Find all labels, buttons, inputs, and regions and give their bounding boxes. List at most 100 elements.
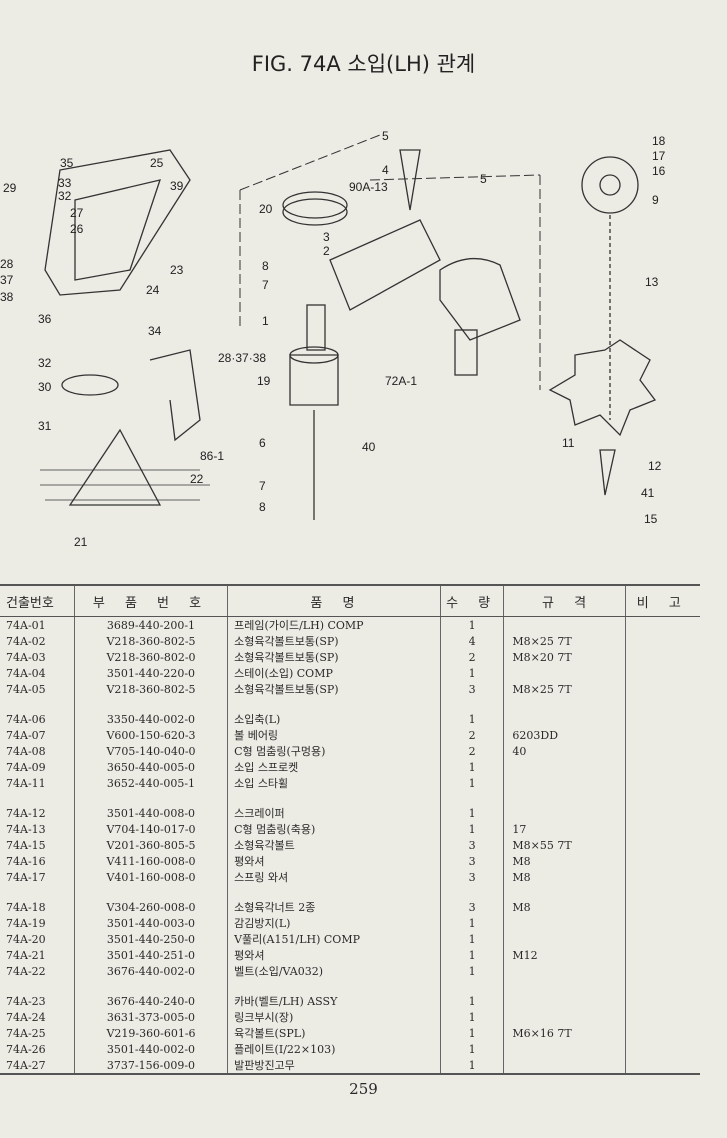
callout: 27 xyxy=(70,206,84,220)
cell-qty: 1 xyxy=(439,711,504,727)
cell-part-no: 3350-440-002-0 xyxy=(73,711,228,727)
cell-qty: 2 xyxy=(439,727,504,743)
cell-spec xyxy=(503,665,626,681)
cell-remarks xyxy=(624,1025,700,1041)
spacer-cell xyxy=(624,791,700,805)
cell-spec xyxy=(503,711,626,727)
cell-qty: 1 xyxy=(439,805,504,821)
cell-part-no: 3631-373-005-0 xyxy=(73,1009,228,1025)
cell-spec xyxy=(503,963,626,979)
cell-qty: 1 xyxy=(439,821,504,837)
callout: 12 xyxy=(648,459,662,473)
cell-ref-no: 74A-02 xyxy=(6,634,46,648)
callout: 20 xyxy=(259,202,273,216)
callout: 19 xyxy=(257,374,271,388)
cell-ref-no: 74A-22 xyxy=(6,964,46,978)
spacer-cell xyxy=(0,791,74,805)
callout: 32 xyxy=(38,356,52,370)
cell-spec: 40 xyxy=(503,743,626,759)
spacer-cell xyxy=(73,885,228,899)
cell-part-name: 스테이(소입) COMP xyxy=(227,665,441,681)
cell-part-no: 3652-440-005-1 xyxy=(73,775,228,791)
cell-remarks xyxy=(624,633,700,649)
cell-ref-no: 74A-09 xyxy=(6,760,46,774)
belt-cover xyxy=(44,149,191,296)
spacer-cell xyxy=(624,979,700,993)
cell-qty: 1 xyxy=(439,616,504,633)
cell-ref-no: 74A-24 xyxy=(6,1010,46,1024)
callout: 26 xyxy=(70,222,84,236)
spacer-cell xyxy=(503,885,626,899)
callout: 32 xyxy=(58,189,72,203)
callout: 5 xyxy=(382,129,389,143)
callout: 8 xyxy=(259,500,266,514)
cell-part-name: 볼 베어링 xyxy=(227,727,441,743)
cell-ref-no: 74A-11 xyxy=(6,776,46,790)
cell-qty: 3 xyxy=(439,869,504,885)
callout: 15 xyxy=(644,512,658,526)
cell-part-name: V풀리(A151/LH) COMP xyxy=(227,931,441,947)
bracket xyxy=(399,149,421,211)
callout: 21 xyxy=(74,535,88,549)
spacer-cell xyxy=(439,979,504,993)
cell-part-no: V218-360-802-0 xyxy=(73,649,228,665)
cell-part-no: 3650-440-005-0 xyxy=(73,759,228,775)
cell-part-name: 감김방지(L) xyxy=(227,915,441,931)
cell-ref-no: 74A-26 xyxy=(6,1042,46,1056)
header-part-name: 품 명 xyxy=(227,584,441,617)
cell-remarks xyxy=(624,1009,700,1025)
cell-part-name: 평와셔 xyxy=(227,853,441,869)
spacer-cell xyxy=(227,885,441,899)
cell-part-name: 스프링 와셔 xyxy=(227,869,441,885)
cell-remarks xyxy=(624,775,700,791)
cell-part-no: V219-360-601-6 xyxy=(73,1025,228,1041)
callout: 7 xyxy=(259,479,266,493)
cell-spec: M8×25 7T xyxy=(503,633,626,649)
cell-part-no: V401-160-008-0 xyxy=(73,869,228,885)
scraper xyxy=(599,449,616,496)
cell-remarks xyxy=(624,899,700,915)
callout: 2 xyxy=(323,244,330,258)
cell-part-name: 카바(벨트/LH) ASSY xyxy=(227,993,441,1009)
cell-spec xyxy=(503,1041,626,1057)
stay-comp xyxy=(329,219,441,311)
shaft-housing xyxy=(306,304,326,351)
sprocket xyxy=(581,156,639,214)
spacer-cell xyxy=(439,697,504,711)
cell-part-name: 발판방진고무 xyxy=(227,1057,441,1075)
anti-wrap-cover xyxy=(289,354,339,406)
cell-part-no: V704-140-017-0 xyxy=(73,821,228,837)
cell-qty: 1 xyxy=(439,947,504,963)
header-part-no: 부 품 번 호 xyxy=(73,584,228,617)
cell-qty: 4 xyxy=(439,633,504,649)
callout: 25 xyxy=(150,156,164,170)
callout: 38 xyxy=(0,290,14,304)
cell-spec xyxy=(503,775,626,791)
callout: 9 xyxy=(652,193,659,207)
cell-spec xyxy=(503,1009,626,1025)
cell-part-no: 3501-440-220-0 xyxy=(73,665,228,681)
cell-spec xyxy=(503,915,626,931)
group-spacer xyxy=(0,697,700,711)
spacer-cell xyxy=(503,697,626,711)
callout: 31 xyxy=(38,419,52,433)
spacer-cell xyxy=(227,979,441,993)
callout: 16 xyxy=(652,164,666,178)
cell-remarks xyxy=(624,1041,700,1057)
star-wheel-guide xyxy=(68,428,162,506)
header-spec: 규 격 xyxy=(503,584,626,617)
assembly-lines xyxy=(239,134,541,390)
callout: 22 xyxy=(190,472,204,486)
cell-ref-no: 74A-05 xyxy=(6,682,46,696)
